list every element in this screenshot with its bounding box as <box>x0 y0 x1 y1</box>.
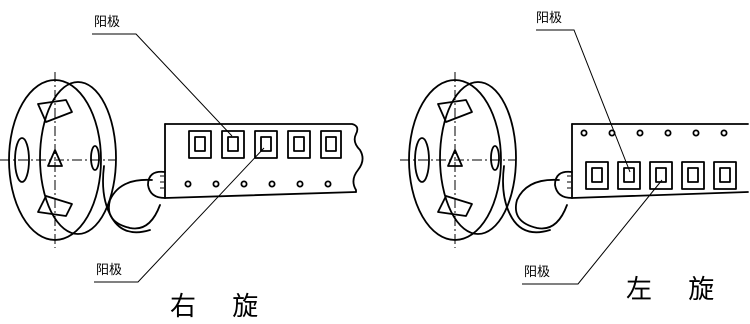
reel-side-slot <box>490 145 500 171</box>
tape-loop-outer <box>515 178 568 230</box>
reel-side-slot <box>90 145 100 171</box>
cavity-5 <box>713 161 737 190</box>
cavity-4 <box>287 130 311 159</box>
component-2 <box>623 167 635 183</box>
reel-rim-back <box>439 81 517 235</box>
tape-curl <box>147 170 166 199</box>
sprocket-holes <box>184 180 332 188</box>
sprocket-holes <box>580 129 728 137</box>
component-4 <box>293 136 305 152</box>
tape-loop-inner <box>102 165 151 234</box>
component-5 <box>325 136 337 152</box>
cavity-1 <box>585 161 609 190</box>
component-1 <box>591 167 603 183</box>
component-2 <box>227 136 239 152</box>
tape-curl <box>554 170 573 199</box>
left-rotation-figure: 阳极 阳极 左 旋 <box>400 11 749 305</box>
anode-label-top: 阳极 <box>536 11 562 26</box>
right-rotation-figure: 阳极 阳极 右 旋 <box>0 15 364 322</box>
anode-leader-top <box>92 33 233 137</box>
reel-window-lower <box>437 195 473 217</box>
cavity-1 <box>188 130 212 159</box>
cavity-2 <box>617 161 641 190</box>
component-1 <box>194 136 206 152</box>
anode-label-bottom: 阳极 <box>96 263 122 278</box>
reel-window-lower <box>37 195 73 217</box>
anode-label-top: 阳极 <box>94 15 120 30</box>
cavity-3 <box>649 161 673 190</box>
caption-left-rotation: 左 旋 <box>626 275 728 305</box>
tape-ticks <box>160 175 164 189</box>
cavity-5 <box>320 130 342 159</box>
tape-bottom-edge <box>571 191 749 199</box>
caption-right-rotation: 右 旋 <box>170 292 272 322</box>
tape-ticks <box>567 175 571 189</box>
tape-loop-inner <box>502 165 551 234</box>
anode-leader-bottom <box>94 147 265 283</box>
reel-window-upper <box>437 99 473 123</box>
anode-label-bottom: 阳极 <box>524 265 550 280</box>
reel-window-upper <box>37 99 73 123</box>
tape-top-edge <box>164 123 364 193</box>
component-3 <box>655 167 667 183</box>
tape-loop-outer <box>108 178 161 230</box>
cavity-3 <box>254 130 278 159</box>
anode-leader-bottom <box>522 179 663 285</box>
cavity-4 <box>681 161 705 190</box>
component-3 <box>260 136 272 152</box>
reel-rim-back <box>39 81 117 235</box>
tape-cavities <box>188 130 342 159</box>
cavity-2 <box>221 130 245 159</box>
component-4 <box>687 167 699 183</box>
tape-cavities <box>585 161 737 190</box>
anode-leader-top <box>536 29 631 173</box>
tape-bottom-edge <box>164 191 357 199</box>
component-5 <box>719 167 731 183</box>
